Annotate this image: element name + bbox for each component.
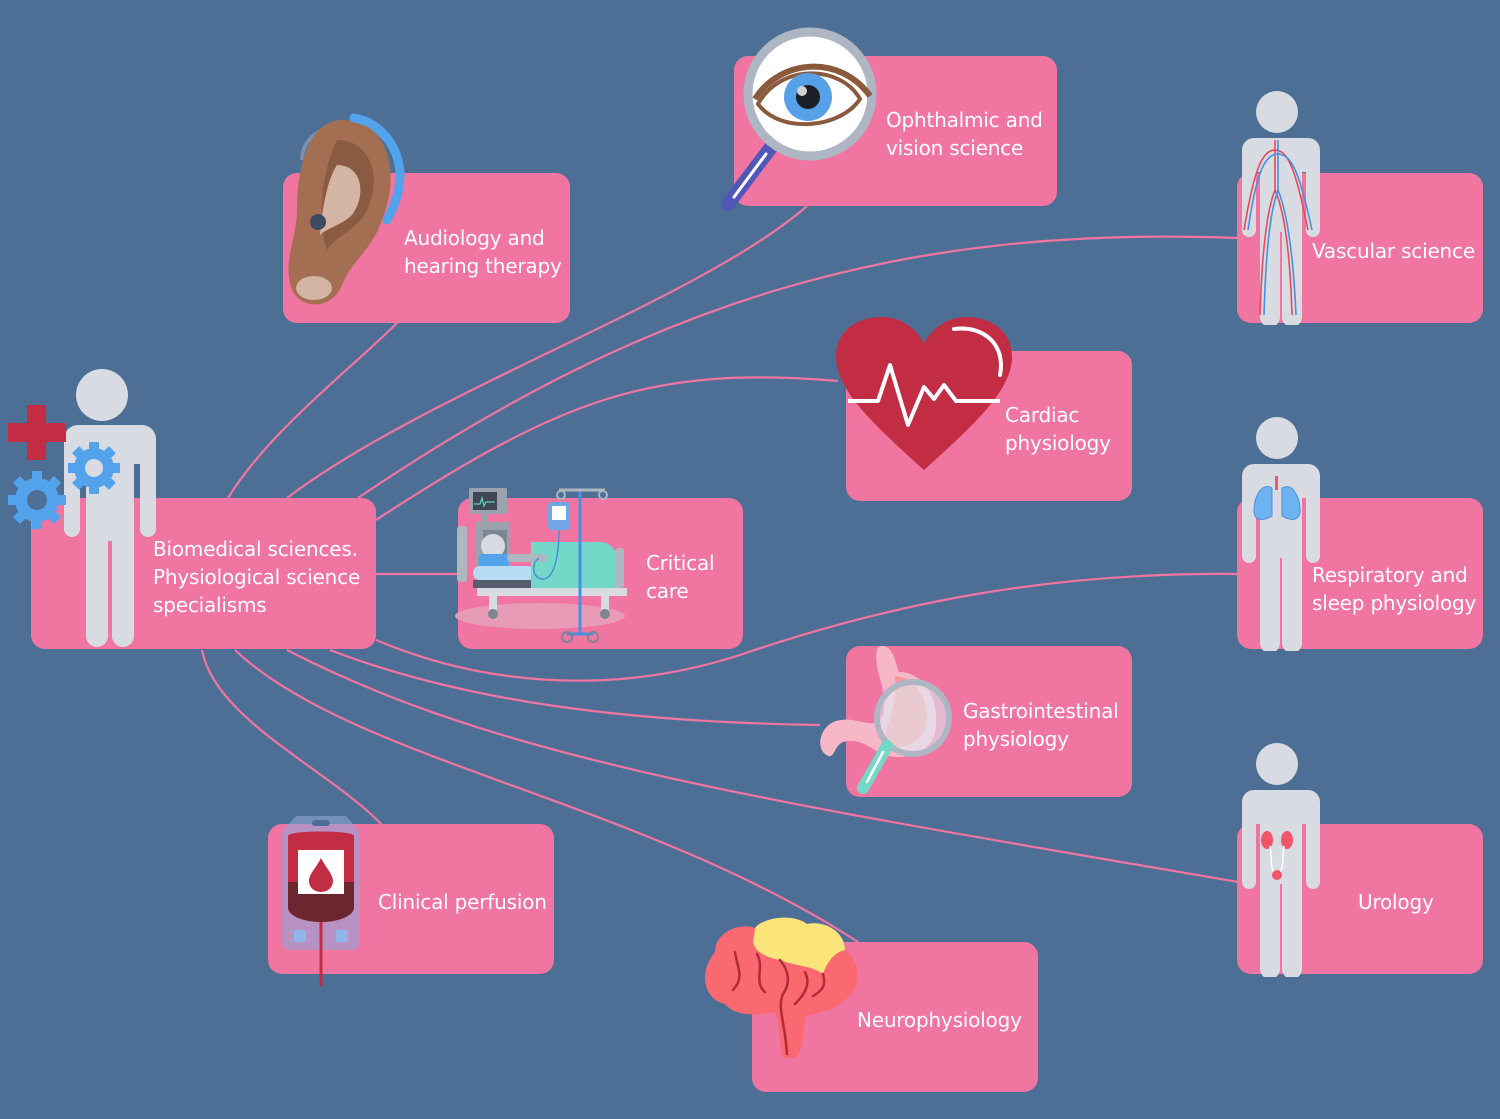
figure-body: [62, 425, 156, 647]
edge-biomedical-perfusion: [200, 649, 383, 826]
label-line: Cardiac: [1005, 403, 1080, 427]
human-vascular-system-icon: [1242, 91, 1320, 325]
node-gastrointestinal-label: Gastrointestinal physiology: [963, 697, 1119, 753]
label-line: Gastrointestinal: [963, 699, 1119, 723]
edge-biomedical-vascular: [357, 235, 1239, 499]
label-line: Ophthalmic and: [886, 108, 1043, 132]
node-respiratory-label: Respiratory and sleep physiology: [1312, 561, 1476, 617]
node-vascular-label: Vascular science: [1312, 237, 1475, 265]
human-figure-with-gears-icon: [8, 369, 156, 647]
label-line: Clinical perfusion: [378, 890, 547, 914]
brain-icon: [704, 917, 858, 1058]
label-line: care: [646, 579, 689, 603]
label-line: Neurophysiology: [857, 1008, 1022, 1032]
medical-cross: [8, 405, 66, 460]
heart-pulse-icon: [836, 317, 1012, 470]
label-line: Vascular science: [1312, 239, 1475, 263]
label-line: Critical: [646, 551, 715, 575]
label-line: hearing therapy: [404, 254, 562, 278]
node-clinical-perfusion-label: Clinical perfusion: [378, 888, 547, 916]
label-line: vision science: [886, 136, 1024, 160]
label-line: physiology: [1005, 431, 1111, 455]
human-kidneys-icon: [1242, 743, 1320, 977]
edge-biomedical-neuro: [234, 649, 859, 943]
label-line: Urology: [1358, 890, 1434, 914]
edge-biomedical-urology: [286, 649, 1239, 884]
edge-biomedical-audiology: [227, 321, 399, 499]
hospital-bed-iv-icon: [455, 488, 627, 643]
eye-magnifier-icon: [721, 27, 877, 211]
figure-head: [76, 369, 128, 421]
edge-biomedical-respiratory: [375, 572, 1239, 682]
label-line: Physiological science: [153, 565, 361, 589]
human-lungs-icon: [1242, 417, 1320, 651]
node-audiology-label: Audiology and hearing therapy: [404, 224, 562, 280]
node-ophthalmic-label: Ophthalmic and vision science: [886, 106, 1043, 162]
label-line: physiology: [963, 727, 1069, 751]
label-line: sleep physiology: [1312, 591, 1477, 615]
node-critical-care-label: Critical care: [646, 549, 715, 605]
ear-with-hearing-aid-icon: [288, 113, 405, 305]
label-line: Audiology and: [404, 226, 545, 250]
node-cardiac-label: Cardiac physiology: [1005, 401, 1111, 457]
node-urology-label: Urology: [1358, 888, 1434, 916]
label-line: Respiratory and: [1312, 563, 1468, 587]
edge-biomedical-ophthalmic: [286, 205, 808, 499]
edge-biomedical-cardiac: [375, 376, 839, 521]
node-biomedical-label: Biomedical sciences. Physiological scien…: [153, 535, 360, 619]
node-neurophysiology-label: Neurophysiology: [857, 1006, 1022, 1034]
gear-large: [8, 471, 66, 529]
label-line: Biomedical sciences.: [153, 537, 358, 561]
stomach-magnifier-icon: [820, 645, 952, 794]
label-line: specialisms: [153, 593, 267, 617]
edge-biomedical-gastro: [329, 648, 821, 727]
gear-small: [68, 442, 120, 494]
blood-bag-icon: [282, 816, 360, 986]
